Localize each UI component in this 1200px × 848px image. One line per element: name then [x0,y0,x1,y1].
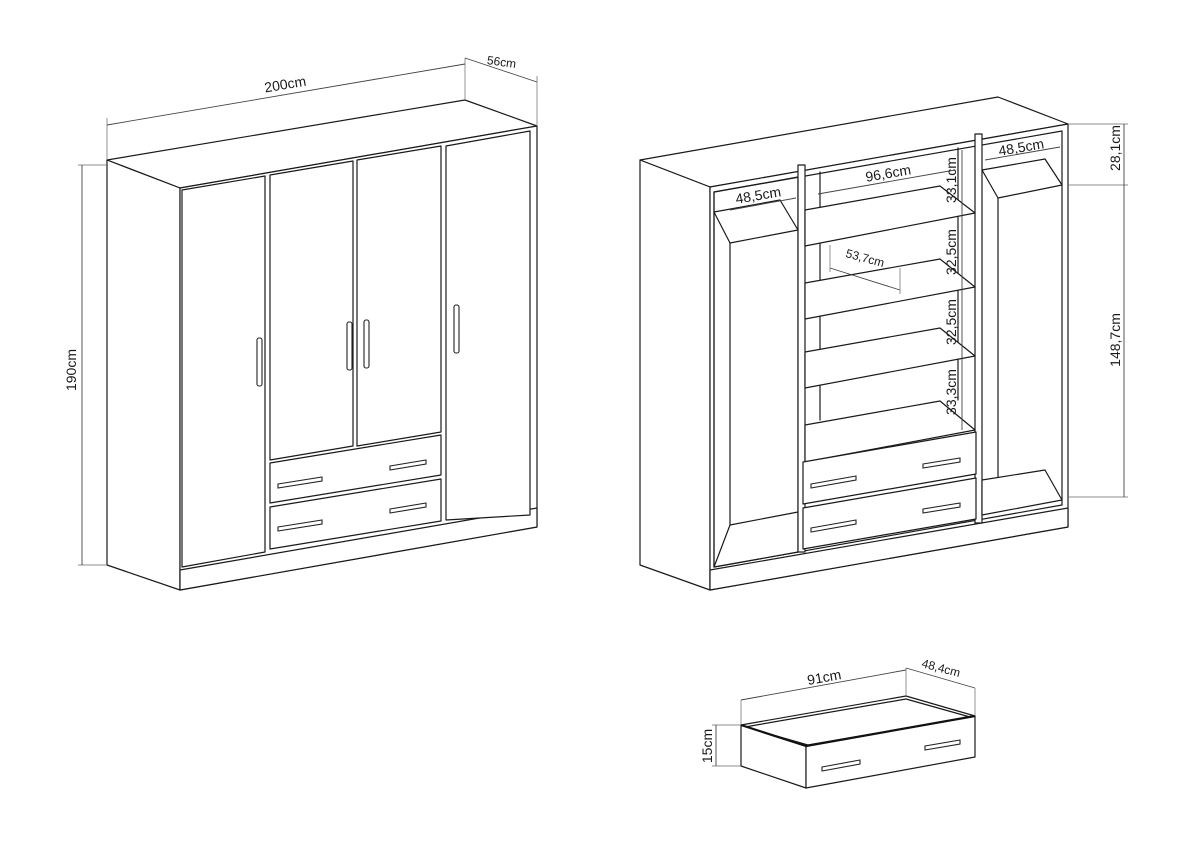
drawer-2-left-handle-icon [277,519,323,532]
door-3-handle-icon [363,319,370,369]
drawer-depth-label: 48,4cm [920,656,962,680]
right-width-dimension-line [984,146,1061,161]
drawer-height-label: 15cm [699,729,715,763]
closed-width-dimension-line [106,63,466,126]
closed-plinth [179,507,538,591]
door-2-handle-icon [346,321,353,371]
drawer-width-label: 91cm [806,666,842,688]
closed-wardrobe: 200cm 56cm 190cm [63,53,538,591]
open-side-panel [639,159,711,591]
closed-door-4 [445,130,531,521]
open-drawer-2-left-handle-icon [810,519,857,533]
closed-side-panel [106,159,181,591]
right-floor [981,469,1063,516]
drawer-detail: 91cm 48,4cm 15cm [699,656,976,789]
drawer-depth-dimension-line [905,667,976,689]
closed-height-label: 190cm [63,349,79,391]
open-wardrobe: 48,5cm 96,6cm 48,5cm 53,7cm 33,1cm 32,5c… [639,96,1128,591]
closed-depth-dimension-line [464,57,538,83]
shelf-depth-dimension-line [829,267,901,291]
rail-height-label: 148,7cm [1107,313,1123,367]
open-drawer-2 [802,477,977,550]
center-shelf-2 [804,258,976,320]
drawer-2-right-handle-icon [389,502,427,514]
center-shelf-1 [804,185,976,247]
drawer-width-dimension-line [740,669,907,701]
closed-door-3 [356,145,442,447]
center-shelf-4 [804,400,976,463]
closed-door-2 [269,160,354,461]
left-compartment-width-label: 48,5cm [734,183,782,206]
drawer-1-right-handle-icon [389,459,427,471]
closed-width-label: 200cm [263,73,307,96]
open-drawer-1-right-handle-icon [922,457,961,469]
closed-depth-label: 56cm [486,53,517,71]
right-compartment-width-label: 48,5cm [997,135,1045,158]
center-shelf-3 [804,327,976,389]
left-width-dimension-line [729,197,797,211]
drawer-right-handle-icon [924,739,961,751]
center-compartment-width-label: 96,6cm [864,161,912,184]
drawer-1-left-handle-icon [277,476,323,489]
shelf-gap-4-label: 33,3cm [943,369,959,415]
open-plinth [709,507,1069,591]
top-height-label: 28,1cm [1107,125,1123,171]
door-4-handle-icon [453,304,460,354]
center-right-divider [974,133,983,524]
shelf-gap-2-label: 32,5cm [943,229,959,275]
closed-drawer-1 [269,434,442,504]
open-drawer-2-right-handle-icon [922,502,961,514]
closed-door-1 [181,175,266,568]
right-top-shelf [981,158,1063,199]
open-drawer-1 [802,431,977,505]
shelf-gap-1-label: 33,1cm [943,157,959,203]
drawer-left-handle-icon [821,759,861,772]
center-width-dimension-line [817,169,956,195]
door-1-handle-icon [256,337,263,387]
shelf-gap-3-label: 32,5cm [943,299,959,345]
open-drawer-1-left-handle-icon [810,475,857,489]
closed-drawer-2 [269,478,442,550]
